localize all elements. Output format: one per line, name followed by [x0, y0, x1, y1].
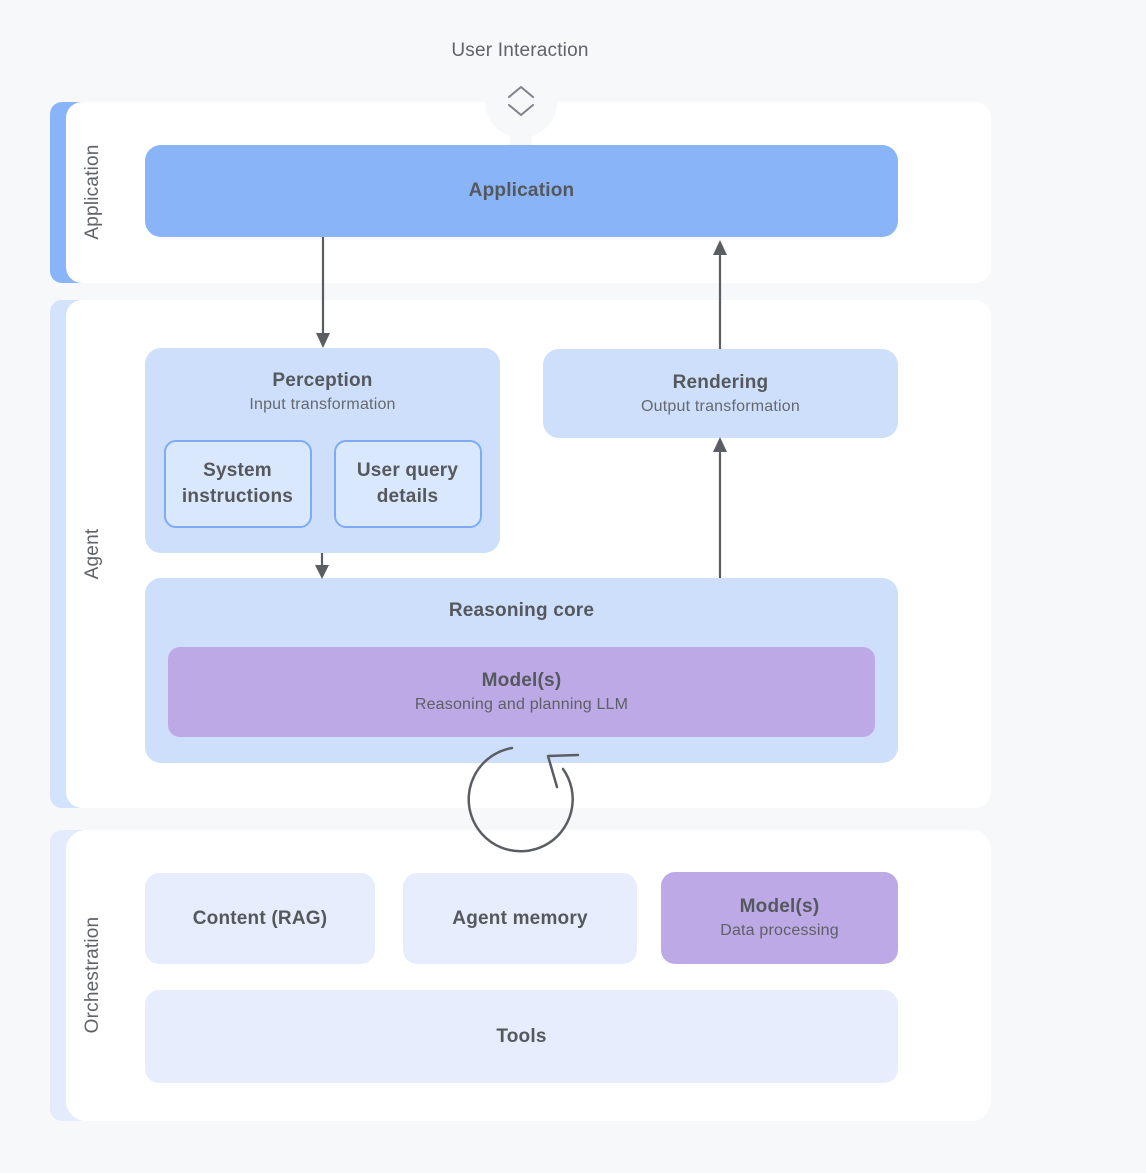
- data-processing-model-box: Model(s) Data processing: [661, 872, 898, 964]
- rendering-subtitle: Output transformation: [641, 397, 800, 415]
- application-box-title: Application: [468, 180, 575, 201]
- content-rag-box: Content (RAG): [145, 873, 375, 964]
- user-interaction-label: User Interaction: [451, 40, 589, 61]
- rendering-box: Rendering Output transformation: [543, 349, 898, 438]
- reasoning-model-title: Model(s): [481, 670, 562, 691]
- data-processing-model-title: Model(s): [739, 896, 820, 917]
- agent-band-label: Agent: [82, 528, 103, 580]
- agent-memory-box: Agent memory: [403, 873, 637, 964]
- reasoning-model-subtitle: Reasoning and planning LLM: [414, 696, 629, 713]
- perception-box: Perception Input transformation System i…: [145, 348, 500, 553]
- user-query-details-label: User query details: [356, 460, 459, 507]
- perception-subtitle: Input transformation: [249, 396, 396, 413]
- content-rag-label: Content (RAG): [192, 907, 328, 929]
- application-band-label: Application: [82, 144, 103, 240]
- user-query-details-box: User query details: [333, 440, 482, 528]
- perception-title: Perception: [272, 370, 373, 391]
- reasoning-core-title: Reasoning core: [448, 600, 595, 621]
- tools-label: Tools: [496, 1025, 547, 1047]
- rendering-title: Rendering: [672, 371, 769, 393]
- reasoning-core-box: Reasoning core Model(s) Reasoning and pl…: [145, 578, 898, 763]
- tools-box: Tools: [145, 990, 898, 1083]
- card-top-notch-stem: [510, 120, 532, 147]
- perception-children: System instructions User query details: [162, 440, 483, 528]
- orchestration-band-label: Orchestration: [82, 916, 103, 1034]
- system-instructions-label: System instructions: [181, 460, 294, 507]
- reasoning-model-box: Model(s) Reasoning and planning LLM: [168, 647, 875, 737]
- application-box: Application: [145, 145, 898, 237]
- data-processing-model-subtitle: Data processing: [720, 922, 839, 939]
- system-instructions-box: System instructions: [163, 440, 312, 528]
- agent-memory-label: Agent memory: [452, 907, 588, 929]
